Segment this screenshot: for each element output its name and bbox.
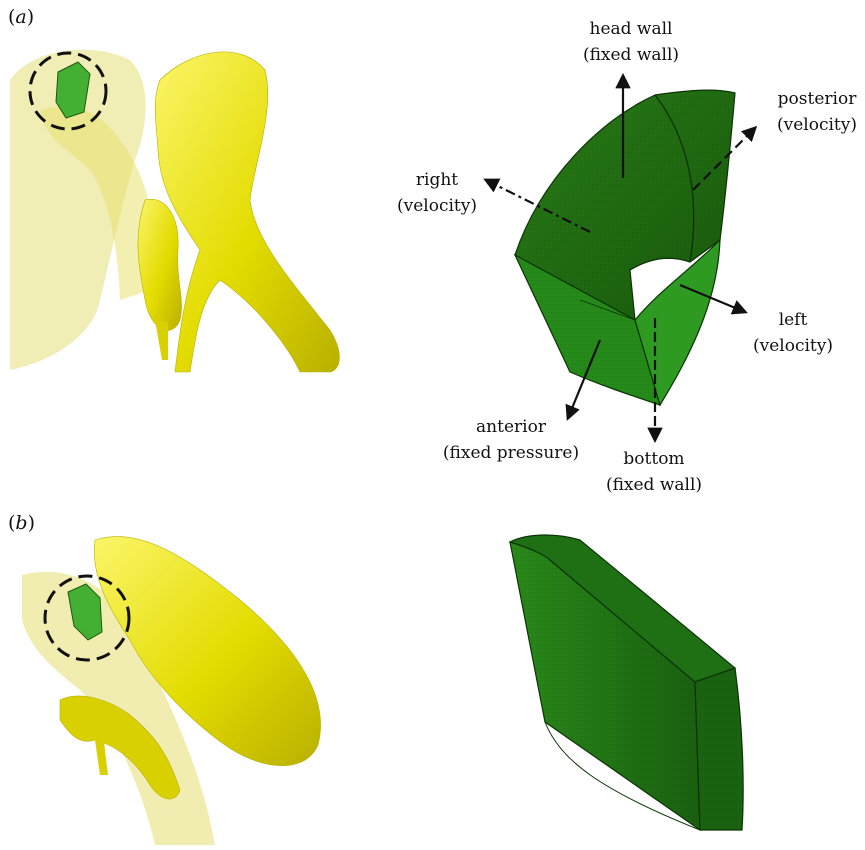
domain-b <box>510 535 743 830</box>
solid-cavity-a <box>155 52 339 372</box>
label-anterior: anterior <box>476 417 547 437</box>
label-head-wall-condition: (fixed wall) <box>583 45 679 65</box>
label-head-wall: head wall <box>590 19 673 39</box>
label-bottom: bottom <box>623 449 684 469</box>
label-posterior-condition: (velocity) <box>777 115 857 135</box>
label-anterior-condition: (fixed pressure) <box>443 443 579 463</box>
label-right-condition: (velocity) <box>397 196 477 216</box>
label-left-condition: (velocity) <box>753 336 833 356</box>
anatomy-a <box>10 50 339 372</box>
label-bottom-condition: (fixed wall) <box>606 475 702 495</box>
domain-a <box>515 90 735 405</box>
label-right: right <box>416 170 458 190</box>
anatomy-b <box>22 536 321 845</box>
label-left: left <box>779 310 808 330</box>
label-posterior: posterior <box>778 89 858 109</box>
